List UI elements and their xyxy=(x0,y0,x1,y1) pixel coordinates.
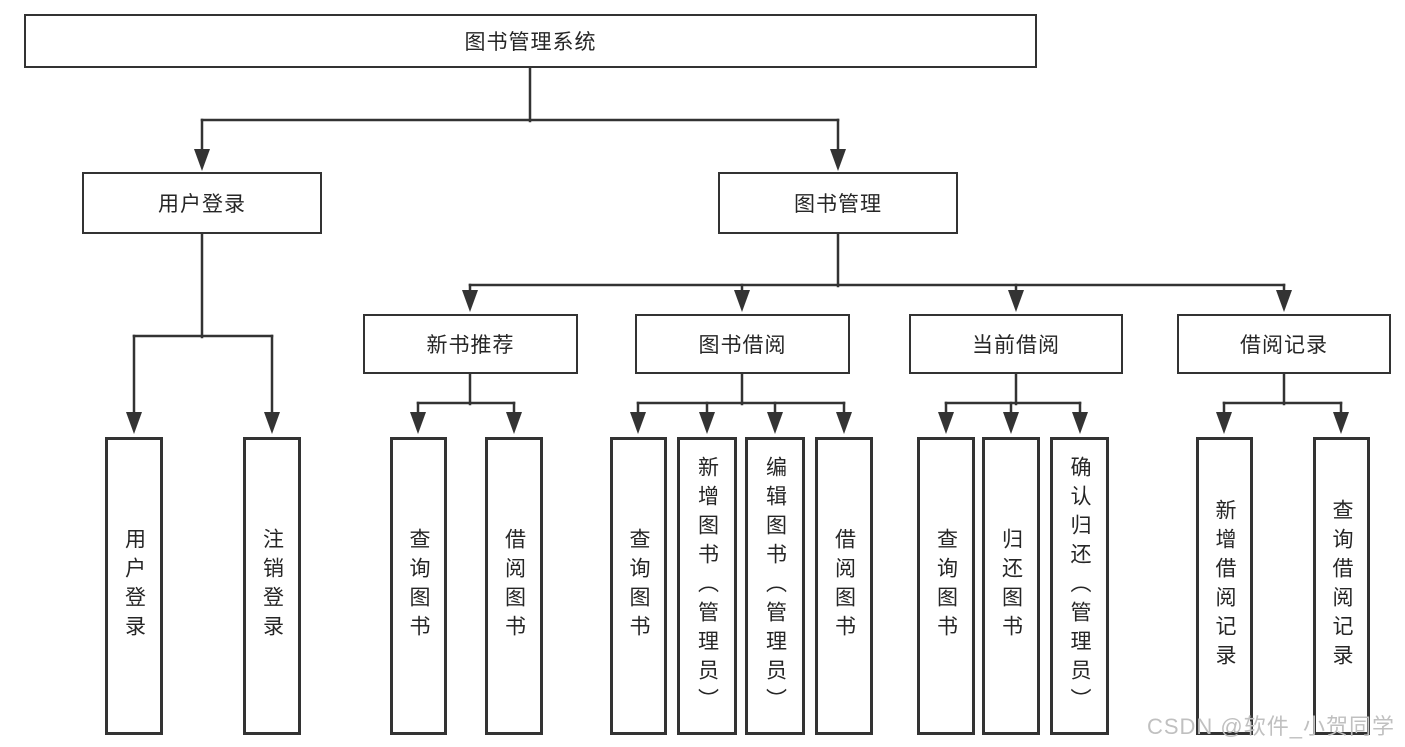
leaf-user-login: 用户登录 xyxy=(105,437,163,735)
arrowhead xyxy=(767,412,783,434)
arrowhead xyxy=(734,290,750,312)
arrowhead xyxy=(830,149,846,171)
node-new-book-recommend: 新书推荐 xyxy=(363,314,578,374)
leaf-edit-book-admin: 编辑图书（管理员） xyxy=(745,437,805,735)
connector-book-management-branch xyxy=(462,232,1292,312)
connector-root-to-level2 xyxy=(194,66,846,171)
node-current-borrow: 当前借阅 xyxy=(909,314,1123,374)
arrowhead xyxy=(1072,412,1088,434)
connector-new-book-recommend-children xyxy=(410,372,522,434)
connector-user-login-branch xyxy=(126,232,280,434)
arrowhead xyxy=(630,412,646,434)
arrowhead xyxy=(264,412,280,434)
leaf-query-books-current: 查询图书 xyxy=(917,437,975,735)
node-book-management: 图书管理 xyxy=(718,172,958,234)
leaf-confirm-return-admin: 确认归还（管理员） xyxy=(1050,437,1109,735)
node-root: 图书管理系统 xyxy=(24,14,1037,68)
connector-current-borrow-children xyxy=(938,372,1088,434)
leaf-add-borrow-record: 新增借阅记录 xyxy=(1196,437,1253,735)
arrowhead xyxy=(126,412,142,434)
connector-book-borrow-children xyxy=(630,372,852,434)
arrowhead xyxy=(410,412,426,434)
watermark-text: CSDN @软件_小贺同学 xyxy=(1146,714,1395,739)
leaf-query-books-borrow: 查询图书 xyxy=(610,437,667,735)
arrowhead xyxy=(1333,412,1349,434)
leaf-return-book: 归还图书 xyxy=(982,437,1040,735)
arrowhead xyxy=(1008,290,1024,312)
connector-borrow-records-children xyxy=(1216,372,1349,434)
arrowhead xyxy=(1276,290,1292,312)
leaf-add-book-admin: 新增图书（管理员） xyxy=(677,437,737,735)
leaf-query-borrow-record: 查询借阅记录 xyxy=(1313,437,1370,735)
leaf-query-books-recommend: 查询图书 xyxy=(390,437,447,735)
leaf-borrow-books-recommend: 借阅图书 xyxy=(485,437,543,735)
leaf-borrow-books: 借阅图书 xyxy=(815,437,873,735)
arrowhead xyxy=(938,412,954,434)
arrowhead xyxy=(194,149,210,171)
leaf-logout: 注销登录 xyxy=(243,437,301,735)
node-book-borrow: 图书借阅 xyxy=(635,314,850,374)
arrowhead xyxy=(1216,412,1232,434)
arrowhead xyxy=(836,412,852,434)
node-user-login: 用户登录 xyxy=(82,172,322,234)
arrowhead xyxy=(506,412,522,434)
arrowhead xyxy=(462,290,478,312)
node-borrow-records: 借阅记录 xyxy=(1177,314,1391,374)
arrowhead xyxy=(1003,412,1019,434)
arrowhead xyxy=(699,412,715,434)
